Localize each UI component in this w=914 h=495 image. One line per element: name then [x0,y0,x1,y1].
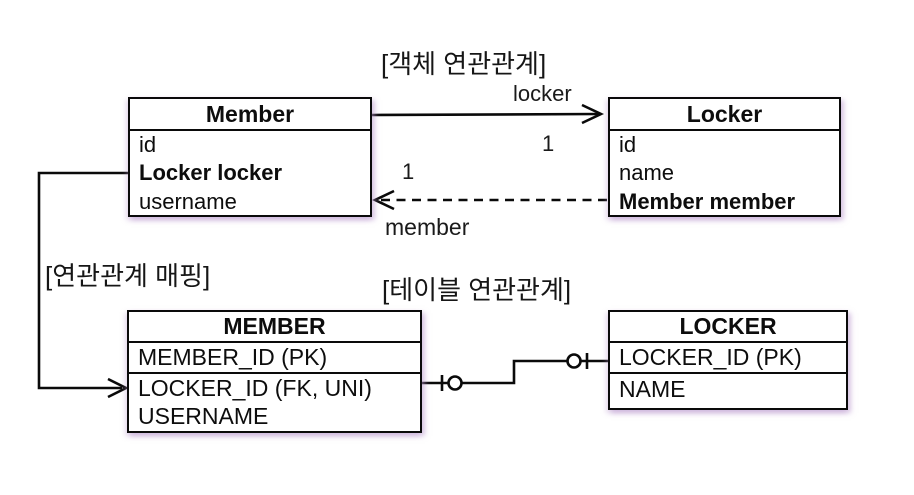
locker-class-box: Locker id name Member member [608,97,841,217]
locker-class-fields: id name Member member [610,131,839,216]
member-table-pk-column: MEMBER_ID (PK) [138,344,328,370]
member-table-lower-compartment: LOCKER_ID (FK, UNI) USERNAME [129,372,420,430]
locker-field-name: name [619,160,675,186]
member-association-label: member [385,214,470,240]
member-table-title: MEMBER [129,312,420,343]
mapping-label: [연관관계 매핑] [45,261,211,291]
member-table-box: MEMBER MEMBER_ID (PK) LOCKER_ID (FK, UNI… [127,310,422,433]
zero-marker-member-side [447,375,463,391]
mapping-arrow [37,171,129,399]
member-table-fk-column: LOCKER_ID (FK, UNI) [138,375,372,401]
locker-table-name-compartment: NAME [610,372,846,405]
member-association-multiplicity: 1 [402,159,415,184]
member-field-id: id [139,132,157,157]
member-class-title: Member [130,99,370,131]
object-relation-label: [객체 연관관계] [381,49,547,79]
member-class-fields: id Locker locker username [130,131,370,216]
locker-field-member: Member member [619,188,796,214]
locker-table-name-column: NAME [619,376,686,402]
locker-association-label: locker [513,81,572,106]
member-table-username-column: USERNAME [138,403,269,429]
object-association-arrow [370,103,605,125]
table-relation-connector [422,353,608,391]
member-field-locker: Locker locker [139,160,283,186]
locker-table-box: LOCKER LOCKER_ID (PK) NAME [608,310,848,410]
member-class-box: Member id Locker locker username [128,97,372,217]
zero-marker-locker-side [566,353,582,369]
locker-table-pk-column: LOCKER_ID (PK) [619,344,802,370]
locker-table-title: LOCKER [610,312,846,343]
locker-association-multiplicity: 1 [542,131,555,156]
member-field-username: username [139,188,237,214]
locker-field-id: id [619,132,637,157]
object-association-dashed-arrow [371,189,607,211]
table-relation-label: [테이블 연관관계] [382,275,572,305]
locker-class-title: Locker [610,99,839,131]
